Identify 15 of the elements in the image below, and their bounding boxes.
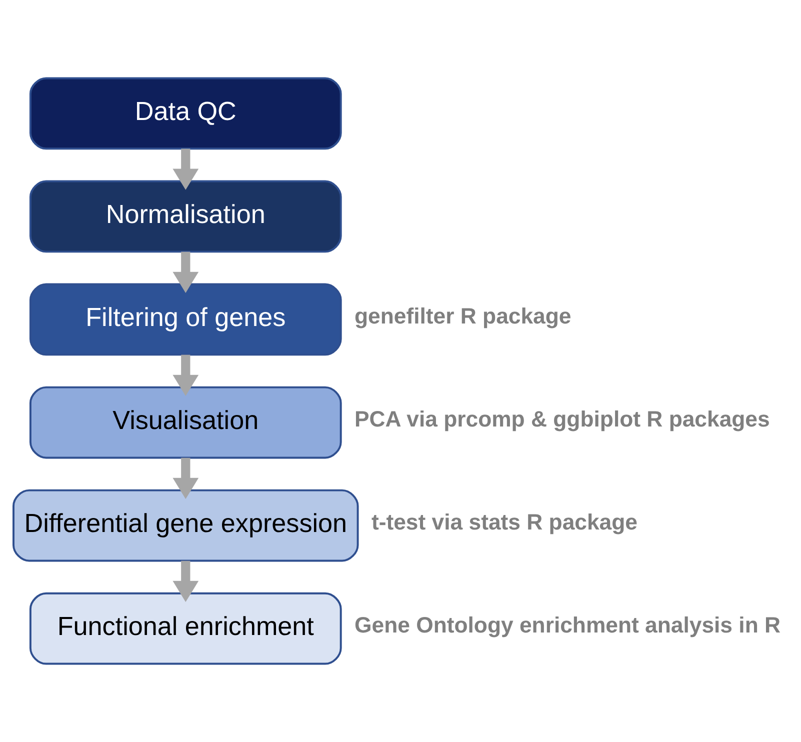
node-label: Gene Ontology enrichment analysis in R [354,612,781,638]
node-box: Differential gene expression [12,489,359,562]
node-box: Data QC [29,77,342,150]
node-box: Filtering of genes [29,283,342,356]
node-label: t-test via stats R package [371,510,638,535]
node-box: Functional enrichment [29,592,342,665]
arrow [172,560,199,602]
arrow [172,458,199,500]
node-box: Normalisation [29,180,342,253]
node-label: genefilter R package [354,304,572,329]
arrow [172,252,199,293]
node-label: PCA via prcomp & ggbiplot R packages [354,406,770,432]
arrow [172,148,199,190]
node-box: Visualisation [29,386,342,459]
arrow [172,354,199,396]
